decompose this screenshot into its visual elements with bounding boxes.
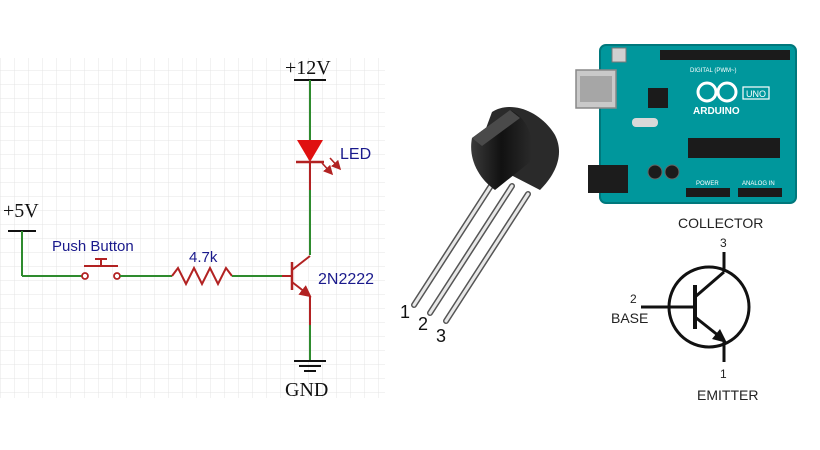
arduino-model-text: UNO xyxy=(746,89,766,99)
ground-symbol xyxy=(294,360,326,372)
ground-label: GND xyxy=(285,379,328,401)
button-terminal-right xyxy=(113,272,121,280)
arduino-logo-loop-right xyxy=(716,81,738,103)
arduino-pcb xyxy=(599,44,797,204)
arduino-power-header xyxy=(686,188,730,197)
arduino-analog-text: ANALOG IN xyxy=(742,181,775,187)
pinout-emitter-pin: 1 xyxy=(720,367,727,381)
package-pin2-label: 2 xyxy=(418,314,428,334)
arduino-usb-chip xyxy=(648,88,668,108)
arduino-digital-header-text: DIGITAL (PWM~) xyxy=(690,68,737,74)
arduino-capacitor-1 xyxy=(647,164,663,180)
pinout-base-pin: 2 xyxy=(630,292,637,306)
to92-package: 1 2 3 xyxy=(400,106,560,346)
package-pin1-label: 1 xyxy=(400,302,410,322)
package-body-flat-face xyxy=(472,110,520,146)
arduino-crystal xyxy=(632,118,658,127)
arduino-digital-header xyxy=(660,50,790,60)
resistor-label: 4.7k xyxy=(189,249,218,266)
npn-transistor-symbol xyxy=(282,255,312,298)
arduino-dc-jack xyxy=(588,165,628,193)
led-emission-arrow-1 xyxy=(321,162,334,176)
arduino-model-badge xyxy=(742,86,770,100)
transistor-emitter-diag xyxy=(291,281,312,298)
package-pin3-label: 3 xyxy=(436,326,446,346)
pinout-collector-diag xyxy=(694,270,725,299)
arduino-logo-loop-left xyxy=(696,81,718,103)
schematic: +12V LED +5V Push Button xyxy=(0,57,385,401)
arduino-analog-header xyxy=(738,188,782,197)
arduino-capacitor-2 xyxy=(664,164,680,180)
pinout-emitter-arrow xyxy=(712,329,727,343)
package-leg-1-highlight xyxy=(412,176,498,307)
led-triangle xyxy=(297,140,323,162)
package-legs xyxy=(411,175,531,324)
pinout-emitter-label: EMITTER xyxy=(697,387,758,403)
arduino-logo xyxy=(696,81,738,103)
arduino-reset-button xyxy=(611,47,627,63)
transistor-label: 2N2222 xyxy=(318,271,374,288)
push-button-symbol xyxy=(81,258,121,280)
arduino-brand-text: ARDUINO xyxy=(693,106,740,117)
supply-12v-label: +12V xyxy=(285,57,331,79)
led-symbol xyxy=(296,140,342,176)
arduino-power-text: POWER xyxy=(696,181,719,187)
pinout-base-label: BASE xyxy=(611,310,648,326)
arduino-mcu-chip xyxy=(688,138,780,158)
schematic-grid xyxy=(0,58,385,398)
package-leg-3-highlight xyxy=(444,192,530,323)
led-label: LED xyxy=(340,146,371,163)
transistor-pinout: COLLECTOR 3 2 BASE 1 EMITTER xyxy=(611,215,763,403)
transistor-collector-diag xyxy=(291,255,311,271)
push-button-label: Push Button xyxy=(52,238,134,255)
arduino-board: DIGITAL (PWM~) ARDUINO UNO POWER ANALOG … xyxy=(575,44,797,204)
button-terminal-left xyxy=(81,272,89,280)
led-emission-arrow-2 xyxy=(329,157,342,171)
package-body xyxy=(471,106,560,190)
supply-5v-label: +5V xyxy=(3,200,39,222)
package-leg-2-highlight xyxy=(428,184,514,315)
resistor-symbol xyxy=(171,265,233,287)
pinout-collector-pin: 3 xyxy=(720,236,727,250)
pinout-collector-label: COLLECTOR xyxy=(678,215,763,231)
arduino-usb-port-inner xyxy=(580,76,612,102)
